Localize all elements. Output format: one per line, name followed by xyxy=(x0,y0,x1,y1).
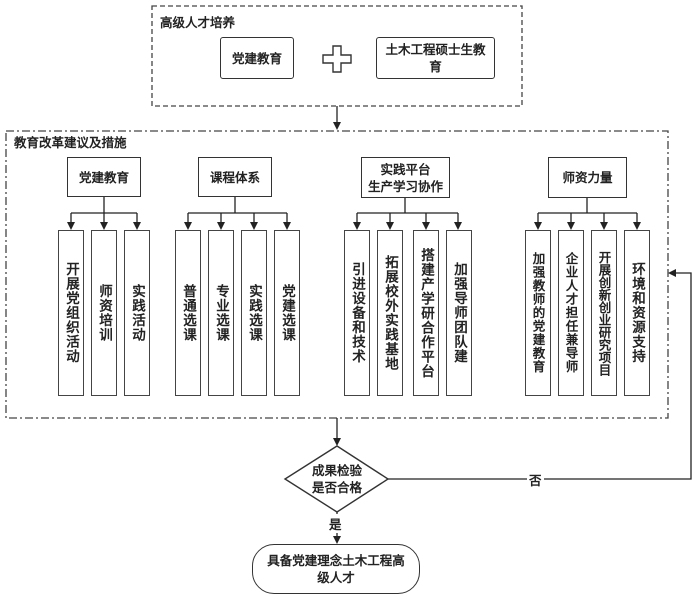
item-innovation-projects: 开展创新创业研究项目 xyxy=(591,230,617,396)
group2-connectors xyxy=(184,196,291,230)
group-header-party: 党建教育 xyxy=(67,157,141,197)
item-expand-practice-base: 拓展校外实践基地 xyxy=(377,230,403,396)
practice-header-line1: 实践平台 xyxy=(380,161,431,177)
decision-line1: 成果检验 xyxy=(311,463,362,478)
group-header-curriculum: 课程体系 xyxy=(198,157,272,197)
item-party-org-activities: 开展党组织活动 xyxy=(58,230,84,396)
group1-connectors xyxy=(67,196,141,230)
top-section-border xyxy=(151,5,523,107)
group-header-practice-platform: 实践平台 生产学习协作 xyxy=(361,157,450,198)
item-environment-support: 环境和资源支持 xyxy=(624,230,650,396)
outcome-label: 具备党建理念土木工程高级人才 xyxy=(267,553,405,585)
outcome-terminal: 具备党建理念土木工程高级人才 xyxy=(252,544,420,594)
decision-text: 成果检验 是否合格 xyxy=(297,462,377,496)
group4-connectors xyxy=(534,197,641,230)
practice-header-line2: 生产学习协作 xyxy=(367,178,443,194)
top-section-title: 高级人才培养 xyxy=(160,15,236,30)
item-introduce-equipment: 引进设备和技术 xyxy=(344,230,370,396)
civil-master-box: 土木工程硕士生教育 xyxy=(376,37,495,79)
item-party-elective: 党建选课 xyxy=(274,230,300,396)
group3-connectors xyxy=(353,197,462,230)
item-practice-activities: 实践活动 xyxy=(124,230,150,396)
group-header-faculty: 师资力量 xyxy=(548,157,627,198)
party-building-box: 党建教育 xyxy=(220,37,294,79)
decision-line2: 是否合格 xyxy=(311,480,362,495)
item-major-elective: 专业选课 xyxy=(208,230,234,396)
item-teacher-party-education: 加强教师的党建教育 xyxy=(525,230,551,396)
item-build-cooperation-platform: 搭建产学研合作平台 xyxy=(413,230,439,396)
civil-master-label: 土木工程硕士生教育 xyxy=(385,42,486,74)
no-label: 否 xyxy=(527,470,544,489)
item-strengthen-mentor-team: 加强导师团队建 xyxy=(446,230,472,396)
yes-label: 是 xyxy=(329,514,342,533)
item-teacher-training: 师资培训 xyxy=(91,230,117,396)
item-practice-elective: 实践选课 xyxy=(241,230,267,396)
item-general-elective: 普通选课 xyxy=(175,230,201,396)
reform-section-title: 教育改革建议及措施 xyxy=(14,135,127,150)
item-industry-mentors: 企业人才担任兼导师 xyxy=(558,230,584,396)
plus-icon xyxy=(322,45,352,73)
